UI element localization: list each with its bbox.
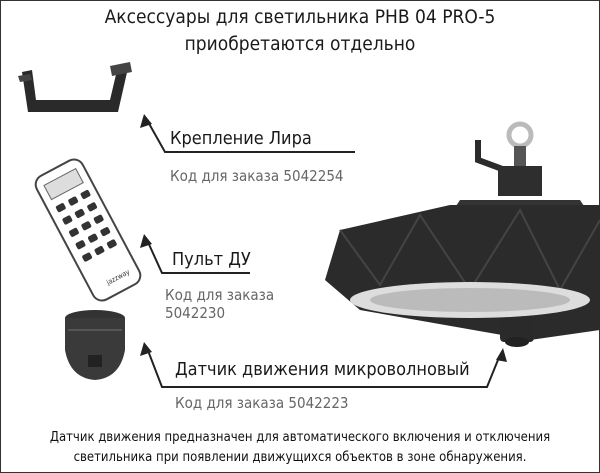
accessory-code-bracket: Код для заказа 5042254 bbox=[170, 167, 344, 185]
remote-control-icon: jazzway bbox=[34, 158, 142, 302]
accessory-name-remote: Пульт ДУ bbox=[172, 249, 251, 270]
accessory-name-bracket: Крепление Лира bbox=[170, 128, 312, 149]
motion-sensor-icon bbox=[65, 310, 125, 380]
callout-lines bbox=[146, 119, 501, 388]
high-bay-lamp-icon bbox=[325, 121, 600, 347]
accessory-name-sensor: Датчик движения микроволновый bbox=[175, 359, 470, 380]
lyre-bracket-icon bbox=[18, 62, 132, 112]
description-line-1: Датчик движения предназначен для автомат… bbox=[49, 430, 551, 445]
title-line-2: приобретаются отдельно bbox=[184, 33, 416, 55]
accessory-code-remote-line2: 5042230 bbox=[165, 304, 226, 322]
accessory-code-sensor: Код для заказа 5042223 bbox=[175, 394, 349, 412]
accessory-code-remote-line1: Код для заказа bbox=[165, 286, 275, 304]
title-line-1: Аксессуары для светильника PHB 04 PRO-5 bbox=[104, 6, 496, 28]
description-line-2: светильника при появлении движущихся объ… bbox=[73, 450, 527, 465]
arrow-heads bbox=[140, 114, 507, 362]
